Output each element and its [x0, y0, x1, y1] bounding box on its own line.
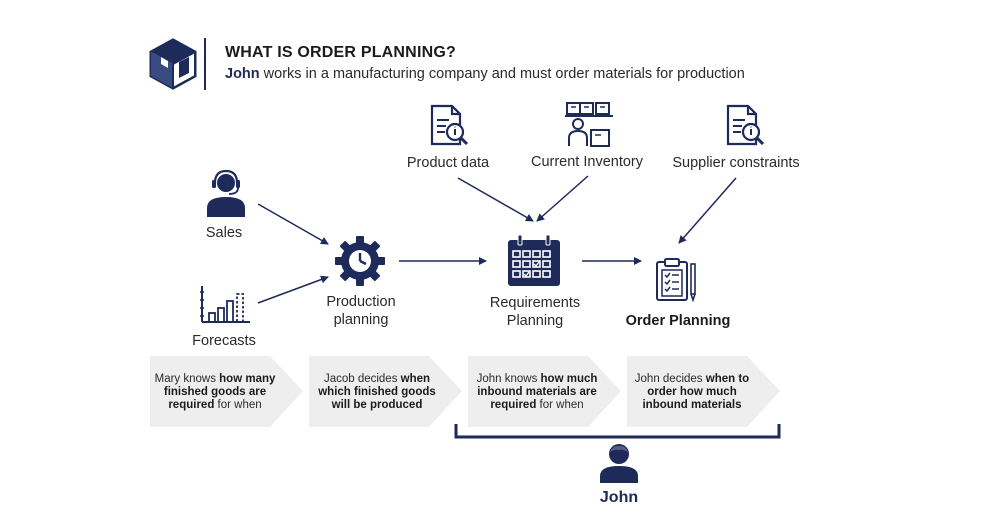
- person-name: John: [599, 489, 639, 506]
- header-divider: [204, 38, 206, 90]
- document-search-icon: [430, 104, 469, 146]
- step-1-bold: how many finished goods are required: [163, 373, 276, 411]
- bar-chart-icon: [200, 286, 250, 323]
- node-requirements-planning: Requirements Planning: [474, 294, 596, 330]
- step-4-pre: John decides: [634, 373, 706, 385]
- step-2-pre: Jacob decides: [323, 373, 401, 385]
- step-text-4: John decides when to order how much inbo…: [630, 373, 754, 412]
- john-bracket: [454, 424, 781, 439]
- node-order-planning: Order Planning: [625, 313, 731, 329]
- node-production-planning-line2: planning: [333, 312, 389, 328]
- step-chevron-2: [309, 356, 462, 427]
- calendar-grid-icon: [508, 234, 560, 286]
- subtitle-highlight: John: [225, 66, 260, 82]
- arrow-supplier-to-order: [678, 177, 737, 244]
- node-supplier-constraints: Supplier constraints: [672, 155, 800, 171]
- arrow-sales-to-production: [257, 203, 329, 245]
- step-chevron-3: [468, 356, 621, 427]
- arrow-forecasts-to-production: [257, 275, 329, 304]
- step-text-3: John knows how much inbound materials ar…: [470, 373, 604, 412]
- step-3-bold: how much inbound materials are required: [477, 373, 598, 411]
- document-search-icon: [726, 104, 765, 146]
- step-text-2: Jacob decides when which finished goods …: [312, 373, 442, 412]
- step-chevron-1: [150, 356, 303, 427]
- cube-logo-icon: [149, 38, 197, 90]
- step-1-post: for when: [214, 399, 262, 411]
- user-avatar-icon: [600, 444, 638, 483]
- arrow-product-data-to-requirements: [457, 177, 534, 222]
- gear-clock-icon: [335, 236, 385, 286]
- clipboard-checklist-icon: [656, 258, 696, 303]
- step-4-bold: when to order how much inbound materials: [642, 373, 750, 411]
- node-production-planning-line1: Production: [326, 294, 396, 310]
- node-requirements-planning-line2: Planning: [506, 313, 564, 329]
- arrow-inventory-to-requirements: [536, 175, 589, 222]
- step-text-1: Mary knows how many finished goods are r…: [152, 373, 278, 412]
- step-3-pre: John knows: [476, 373, 541, 385]
- step-chevron-4: [627, 356, 780, 427]
- node-current-inventory: Current Inventory: [530, 154, 644, 170]
- subtitle-text: works in a manufacturing company and mus…: [259, 66, 745, 82]
- page-subtitle: John works in a manufacturing company an…: [225, 66, 745, 82]
- page-title: WHAT IS ORDER PLANNING?: [225, 44, 456, 61]
- node-sales: Sales: [205, 225, 243, 241]
- node-production-planning: Production planning: [306, 293, 416, 329]
- warehouse-worker-icon: [565, 102, 613, 147]
- node-product-data: Product data: [406, 155, 490, 171]
- step-3-post: for when: [536, 399, 584, 411]
- node-requirements-planning-line1: Requirements: [489, 295, 581, 311]
- headset-user-icon: [207, 169, 245, 217]
- step-1-pre: Mary knows: [154, 373, 220, 385]
- step-2-bold: when which finished goods will be produc…: [318, 373, 436, 411]
- node-forecasts: Forecasts: [192, 333, 256, 349]
